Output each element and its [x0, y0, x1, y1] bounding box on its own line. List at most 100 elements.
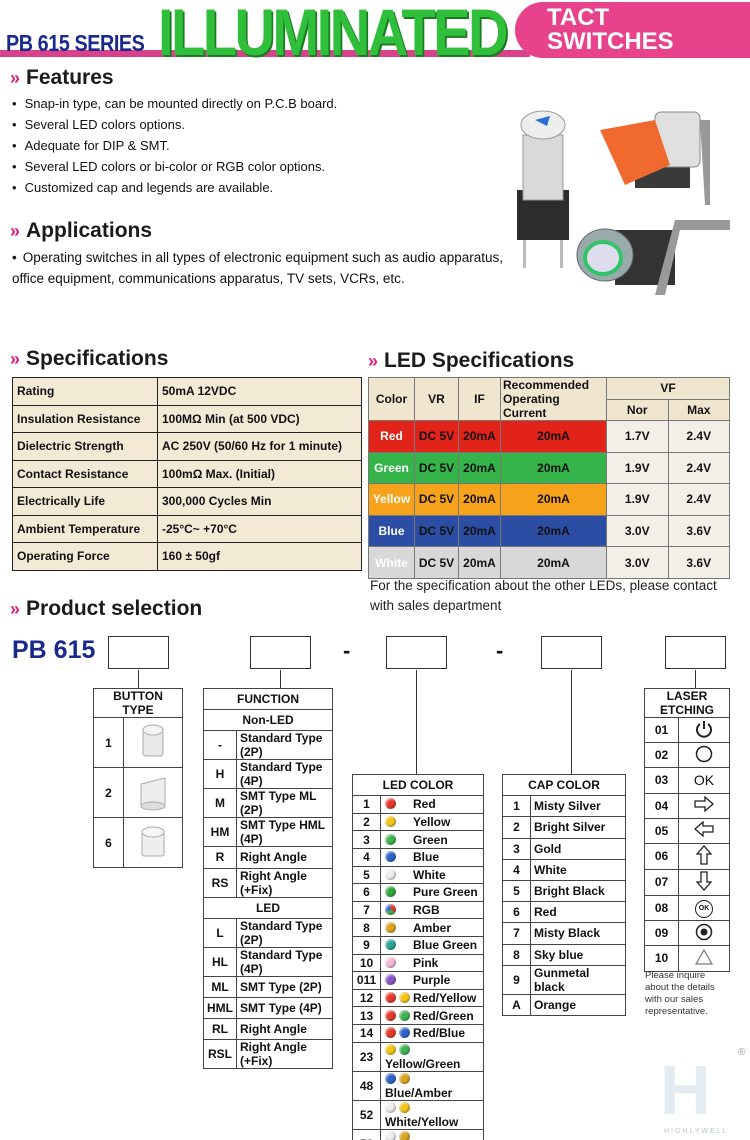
- switch-bracket: [655, 220, 730, 295]
- laser-code: 06: [644, 842, 679, 870]
- code-box-cap-color: [541, 636, 602, 669]
- chevron-icon: »: [10, 221, 21, 241]
- led-color-code: 10: [352, 953, 381, 973]
- cap-color-name: Misty Black: [530, 922, 626, 945]
- registered-mark: ®: [738, 1047, 746, 1058]
- connector-line: [416, 670, 418, 774]
- laser-row: 01: [644, 716, 730, 744]
- product-selection-title: »Product selection: [10, 597, 203, 620]
- laser-row: 04: [644, 792, 730, 819]
- led-dot-icon: [385, 921, 396, 933]
- led-color-name: Red/Blue: [413, 1026, 466, 1041]
- led-dot-icon: [385, 1009, 396, 1021]
- function-row: -Standard Type (2P): [203, 730, 333, 761]
- led-dot-icon: [399, 1072, 410, 1084]
- category-tag: TACT SWITCHES: [515, 2, 750, 58]
- switch-pin: [560, 240, 563, 268]
- spec-value: 160 ± 50gf: [157, 542, 362, 571]
- led-cell-color: White: [368, 546, 415, 579]
- function-group-nonled: Non-LED: [203, 709, 333, 732]
- led-color-name: White: [413, 867, 446, 882]
- led-cell-color: Green: [368, 451, 415, 485]
- led-cell-nor: 3.0V: [606, 546, 669, 579]
- led-color-code: 9: [352, 935, 381, 955]
- laser-code: 07: [644, 868, 679, 896]
- spec-label: Dielectric Strength: [12, 432, 158, 461]
- chevron-icon: »: [10, 68, 21, 88]
- cap-color-name: Bright Silver: [530, 816, 626, 839]
- button-cap-image: [123, 767, 183, 818]
- brand-logo: H: [660, 1051, 711, 1129]
- button-type-code: 1: [93, 717, 124, 768]
- led-color-cell: Purple: [380, 971, 484, 990]
- led-header-vf: VF: [606, 377, 730, 400]
- led-cell-vr: DC 5V: [414, 420, 459, 453]
- led-dot-icon: [385, 1101, 396, 1113]
- function-code: HL: [203, 946, 237, 977]
- led-color-name: Amber: [413, 920, 452, 935]
- function-code: H: [203, 759, 237, 790]
- cap-color-name: Gunmetal black: [530, 964, 626, 995]
- code-box-laser: [665, 636, 726, 669]
- cap-color-code: 1: [502, 795, 531, 818]
- led-dot-icon: [399, 992, 410, 1004]
- function-code: ML: [203, 975, 237, 998]
- ok-text: OK: [678, 767, 730, 794]
- led-cell-rec: 20mA: [500, 546, 607, 579]
- connector-line: [571, 670, 573, 774]
- function-code: RS: [203, 867, 237, 898]
- led-color-code: 4: [352, 847, 381, 867]
- cap-color-code: 7: [502, 922, 531, 945]
- button-type-header: BUTTON TYPE: [93, 688, 183, 718]
- led-cell-rec: 20mA: [500, 483, 607, 516]
- function-code: RSL: [203, 1039, 237, 1070]
- led-dot-icon: [385, 939, 396, 951]
- spec-row: Ambient Temperature-25°C~ +70°C: [12, 514, 362, 543]
- laser-code: 04: [644, 792, 679, 819]
- led-dot-icon: [399, 1130, 410, 1140]
- laser-code: 01: [644, 716, 679, 744]
- led-dot-icon: [385, 956, 396, 968]
- led-cell-vr: DC 5V: [414, 451, 459, 485]
- arrow-right-icon: [678, 792, 730, 819]
- led-color-name: White/Yellow: [385, 1114, 459, 1129]
- function-desc: SMT Type (4P): [236, 996, 333, 1020]
- button-type-code: 2: [93, 767, 124, 818]
- button-cap-image: [123, 717, 183, 768]
- led-color-cell: White/Amber: [380, 1128, 484, 1140]
- function-code: -: [203, 730, 237, 761]
- led-dot-icon: [385, 833, 396, 845]
- function-desc: SMT Type ML (2P): [236, 788, 333, 819]
- spec-label: Operating Force: [12, 542, 158, 571]
- cap-color-code: 8: [502, 943, 531, 966]
- dot-circle-icon: [678, 920, 730, 947]
- ok-circle-label: OK: [695, 899, 713, 918]
- laser-row: 07: [644, 868, 730, 896]
- laser-row: 09: [644, 920, 730, 947]
- button-type-table: BUTTON TYPE 1 2 6: [93, 688, 183, 868]
- led-cell-color: Red: [368, 420, 415, 453]
- chevron-icon: »: [368, 351, 379, 371]
- header-bar: [0, 50, 530, 57]
- arrow-left-icon: [678, 817, 730, 844]
- function-code: M: [203, 788, 237, 819]
- applications-title: »Applications: [10, 219, 153, 242]
- led-dot-icon: [399, 1027, 410, 1039]
- led-cell-vr: DC 5V: [414, 546, 459, 579]
- led-cell-max: 3.6V: [667, 514, 730, 548]
